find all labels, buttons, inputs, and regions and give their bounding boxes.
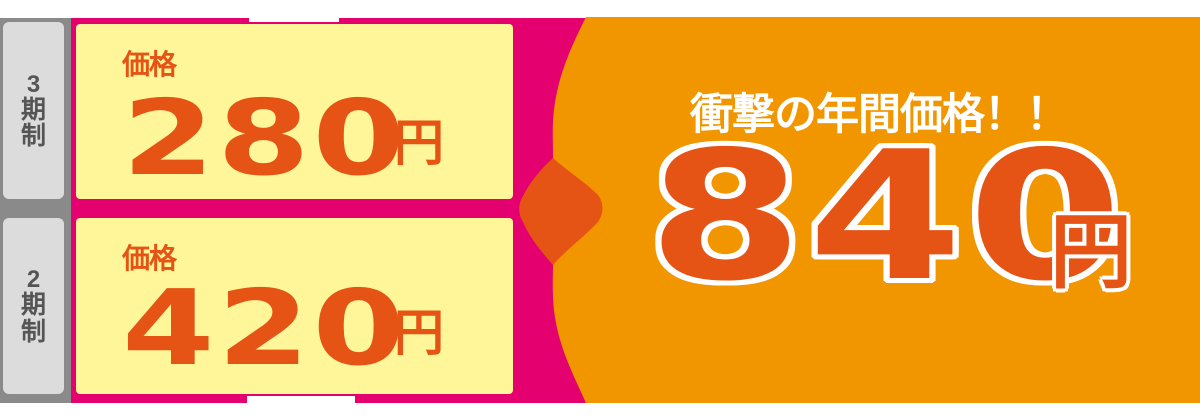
period-number: 2: [26, 266, 41, 294]
price-currency: 円: [394, 114, 444, 172]
price-currency: 円: [394, 304, 444, 362]
period-kanji: 期: [20, 290, 46, 320]
period-number: 3: [26, 70, 41, 98]
frame-notch-top: [249, 18, 339, 22]
period-kanji: 期: [20, 94, 46, 124]
annual-total-currency: 円: [1050, 205, 1133, 300]
period-label-3: 3 期 制: [3, 22, 64, 199]
annual-price-headline: 衝撃の年間価格！！: [690, 90, 1069, 140]
price-value: 420: [122, 267, 408, 389]
annual-total-value: 840: [648, 113, 1128, 320]
price-value: 280: [122, 77, 408, 199]
period-label-2: 2 期 制: [3, 218, 64, 394]
price-label: 価格: [122, 48, 177, 81]
frame-notch-bottom: [247, 396, 355, 404]
result-panel-shape: [552, 17, 1200, 403]
price-label: 価格: [122, 242, 177, 275]
period-kanji: 制: [20, 316, 46, 346]
price-box-3-period: 価格 280 円: [76, 24, 513, 199]
period-kanji: 制: [20, 121, 46, 151]
price-box-2-period: 価格 420 円: [76, 218, 513, 394]
plus-diamond-icon: [519, 158, 603, 265]
